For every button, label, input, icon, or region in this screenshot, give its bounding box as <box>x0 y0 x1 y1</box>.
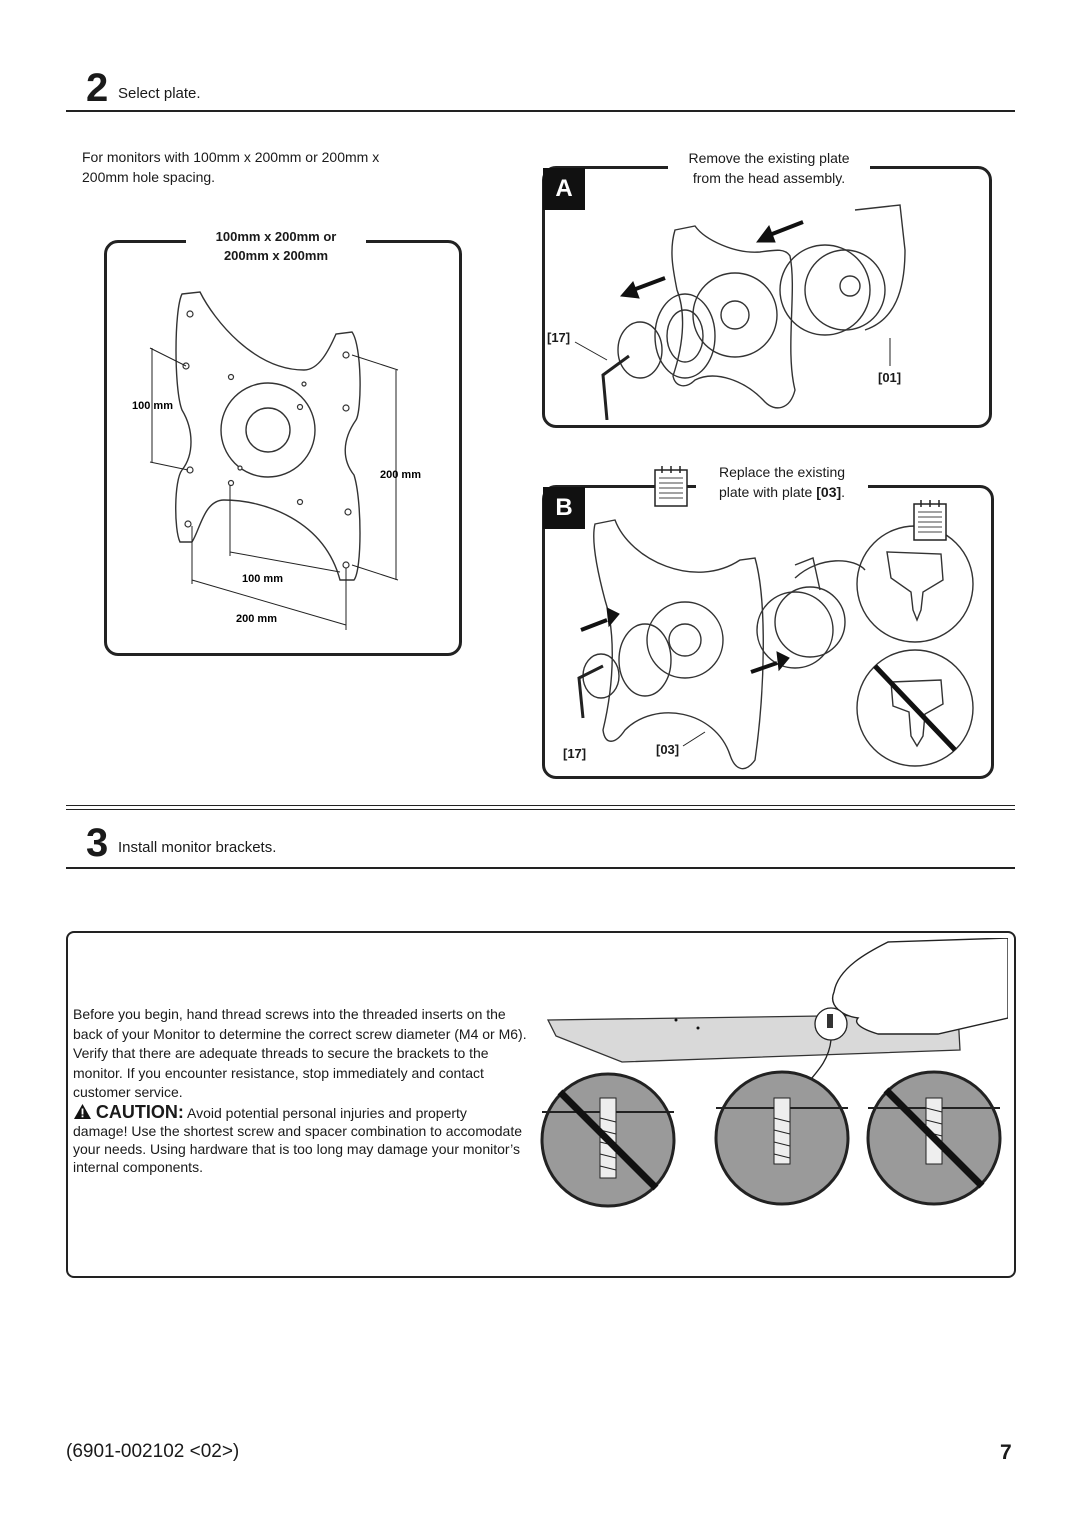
warning-triangle-icon <box>74 1104 91 1119</box>
panel-b-caption: Replace the existing plate with plate [0… <box>696 462 868 502</box>
notepad-icon <box>913 500 947 541</box>
plate-panel-title-line1: 100mm x 200mm or <box>215 229 337 244</box>
step-3-instructions: Before you begin, hand thread screws int… <box>73 1006 527 1100</box>
panel-a <box>542 166 992 428</box>
plate-spacing-panel <box>104 240 462 656</box>
panel-b-caption-line1: Replace the existing <box>718 464 846 480</box>
panel-a-part-01: [01] <box>878 370 902 385</box>
hex-key-icon <box>577 664 604 719</box>
document-code: (6901-002102 <02>) <box>66 1441 240 1462</box>
dim-100mm-vertical: 100 mm <box>132 400 173 412</box>
plate-panel-title-line2: 200mm x 200mm <box>223 248 329 263</box>
panel-a-caption-line1: Remove the existing plate <box>688 150 850 166</box>
no-symbol-icon <box>883 1087 985 1189</box>
step-3-illustration <box>540 938 1008 1208</box>
head-body <box>854 204 906 331</box>
detail-circle-correct <box>856 525 974 643</box>
spacer-disc <box>654 293 716 379</box>
screw-detail-too-long <box>540 1072 676 1208</box>
panel-a-illustration <box>574 204 906 420</box>
wall-plate <box>671 225 796 409</box>
panel-b-caption-part: [03] <box>816 484 842 500</box>
washer <box>617 321 663 379</box>
panel-b-caption-prefix: plate with plate <box>718 484 817 500</box>
replacement-plate <box>593 519 764 770</box>
caution-label: CAUTION: <box>95 1102 184 1122</box>
page-number: 7 <box>1000 1441 1012 1464</box>
dim-100mm-horizontal: 100 mm <box>242 573 283 585</box>
panel-a-caption: Remove the existing plate from the head … <box>668 148 870 188</box>
step-3-divider <box>66 867 1015 869</box>
panel-b-part-03: [03] <box>656 742 680 757</box>
panel-b-illustration <box>577 519 974 770</box>
detail-circle-incorrect <box>856 649 974 767</box>
panel-b-caption-suffix: . <box>841 484 846 500</box>
screw-detail-too-short <box>866 1070 1002 1206</box>
step-2-divider <box>66 110 1015 112</box>
step-3-number: 3 <box>86 821 109 865</box>
mounting-holes <box>182 310 352 569</box>
plate-panel-title: 100mm x 200mm or 200mm x 200mm <box>186 227 366 265</box>
hex-key-icon <box>601 354 630 420</box>
no-symbol-icon <box>873 664 957 752</box>
no-symbol-icon <box>557 1089 659 1191</box>
panel-b-caption-line2: plate with plate [03]. <box>702 482 862 502</box>
dim-200mm-horizontal: 200 mm <box>236 613 277 625</box>
notepad-icon <box>654 466 688 507</box>
vesa-plate-diagram: 100 mm 200 mm 100 mm 200 mm <box>132 291 421 630</box>
panel-b-badge: B <box>543 487 585 529</box>
head-disc <box>779 244 871 336</box>
step-2-title: Select plate. <box>118 85 201 102</box>
hand <box>831 938 1008 1035</box>
panel-a-caption-line2: from the head assembly. <box>692 170 846 186</box>
step-2-intro: For monitors with 100mm x 200mm or 200mm… <box>82 149 380 185</box>
screw-detail-correct <box>714 1070 850 1206</box>
panel-b-part-17: [17] <box>563 746 587 761</box>
step-3-panel <box>66 931 1016 1278</box>
panel-a-badge: A <box>543 168 585 210</box>
step-3-top-divider <box>66 805 1015 810</box>
dimension-lines <box>149 347 399 630</box>
caution-text: Avoid potential personal injuries and pr… <box>73 1105 523 1175</box>
step-2-number: 2 <box>86 66 109 110</box>
step-3-caution: CAUTION: Avoid potential personal injuri… <box>73 1103 523 1176</box>
arrow-icon <box>580 607 790 674</box>
panel-a-part-17: [17] <box>547 330 571 345</box>
arrow-icon <box>620 220 804 299</box>
step-3-title: Install monitor brackets. <box>118 839 277 856</box>
vesa-plate-outline <box>175 291 361 581</box>
dim-200mm-vertical: 200 mm <box>380 469 421 481</box>
